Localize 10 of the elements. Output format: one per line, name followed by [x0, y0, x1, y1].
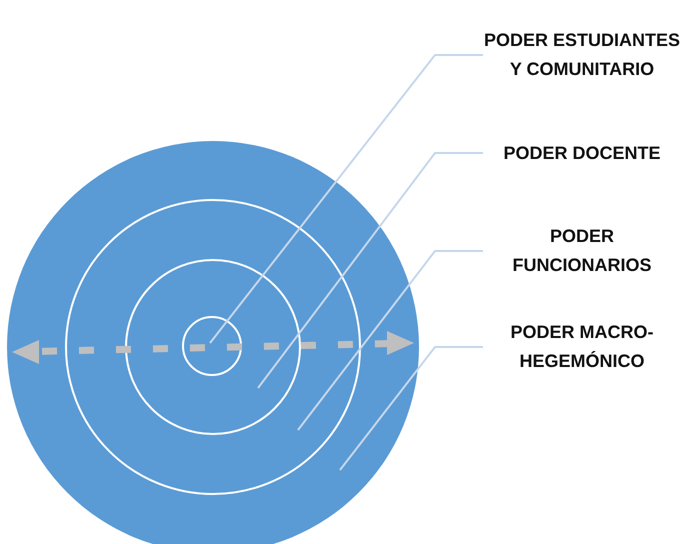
- power-label: PODER DOCENTE: [503, 142, 661, 164]
- leader-line: [257, 152, 483, 389]
- power-label: PODER ESTUDIANTES Y COMUNITARIO: [483, 29, 681, 81]
- power-label: PODER MACRO-HEGEMÓNICO: [510, 321, 654, 373]
- ring-circle: [182, 316, 242, 376]
- ring-circle: [124, 258, 300, 434]
- power-label: PODER FUNCIONARIOS: [512, 225, 652, 277]
- ring-circle: [65, 199, 361, 495]
- leader-line: [339, 346, 483, 471]
- leader-line: [209, 54, 483, 344]
